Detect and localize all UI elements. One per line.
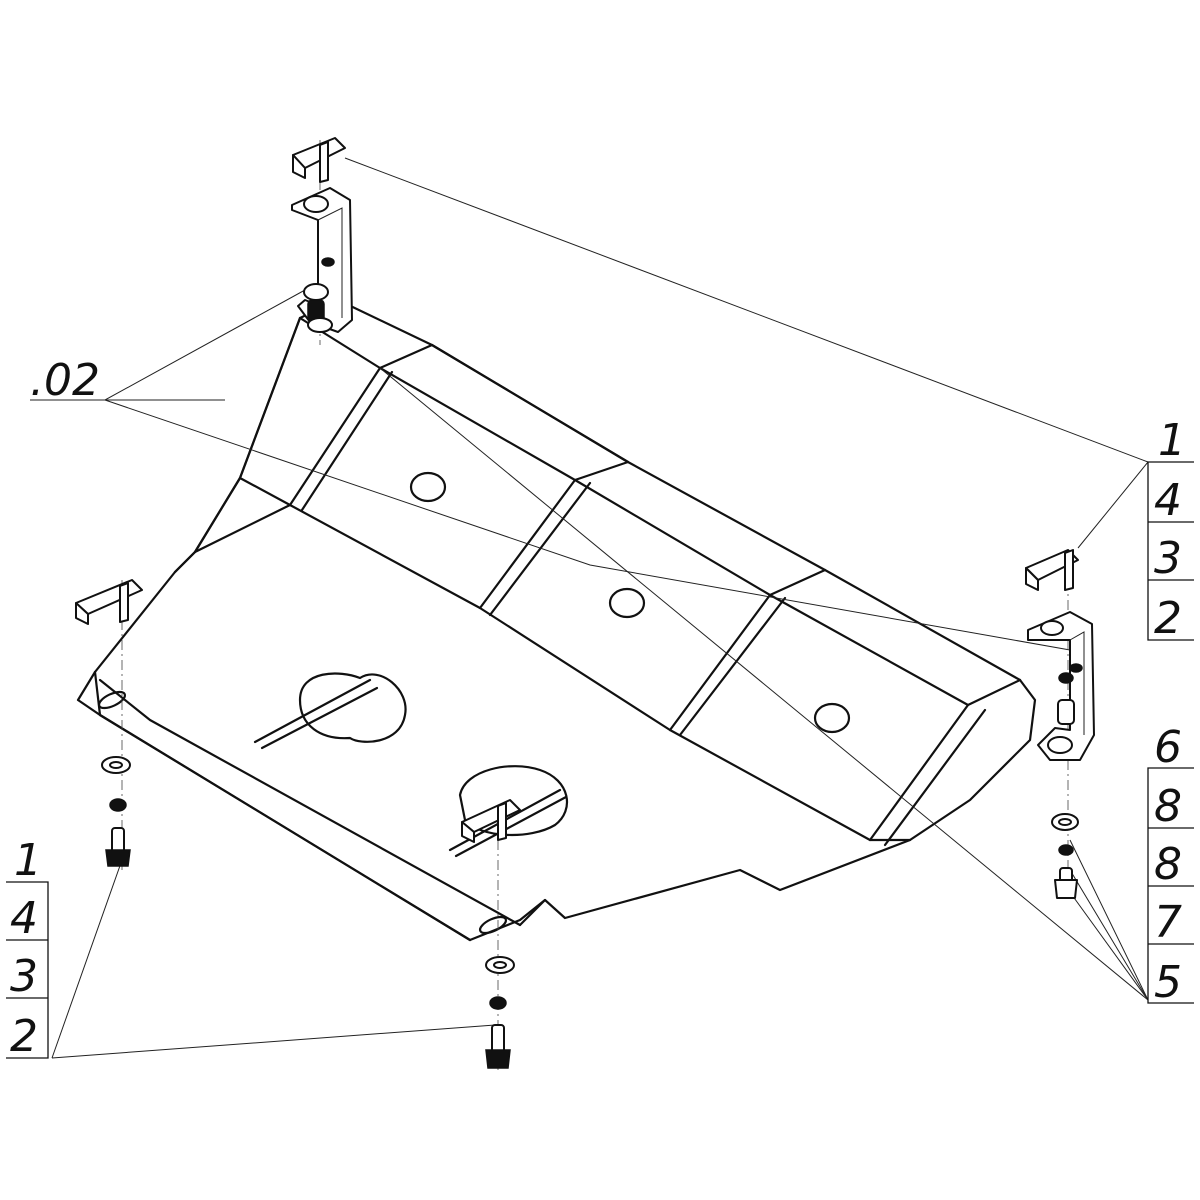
callout-table-right-bottom: 6 8 8 7 5 (1147, 722, 1194, 1008)
bracket-right (1025, 549, 1095, 761)
leader-lines (30, 157, 1149, 1059)
fasteners-front (485, 956, 515, 1069)
callout-right-bottom-1: 6 (1154, 722, 1182, 773)
callout-table-right-top: 1 4 3 2 (1147, 415, 1194, 644)
slot-hole-front (478, 915, 508, 935)
hole-3 (813, 702, 851, 734)
slot-hole-left (97, 690, 127, 710)
callout-right-top-4: 2 (1154, 593, 1182, 644)
bracket-top-left (291, 137, 353, 333)
callout-right-bottom-3: 8 (1154, 839, 1182, 890)
clip-nut-front (461, 799, 521, 843)
assembly-axes (121, 140, 1069, 1070)
cutout-left (298, 672, 407, 743)
clip-nut-left (75, 579, 143, 625)
callout-right-bottom-4: 7 (1154, 897, 1182, 948)
cutout-front (458, 765, 569, 837)
fasteners-right (1051, 813, 1079, 899)
callout-right-top-3: 3 (1154, 533, 1182, 584)
callout-table-left: 1 4 3 2 (6, 835, 49, 1062)
hole-2 (608, 587, 646, 619)
callout-left-1: 1 (14, 835, 42, 886)
callout-right-top-1: 1 (1158, 415, 1186, 466)
fasteners-left (101, 756, 131, 867)
callout-right-top-2: 4 (1154, 475, 1182, 526)
hole-1 (409, 471, 447, 503)
callout-left-2: 4 (10, 893, 38, 944)
callout-left-3: 3 (10, 951, 38, 1002)
callout-right-bottom-2: 8 (1154, 781, 1182, 832)
ref-label: .02 (30, 355, 100, 406)
callout-right-bottom-5: 5 (1154, 957, 1182, 1008)
skid-plate (76, 298, 1037, 942)
callout-left-4: 2 (10, 1011, 38, 1062)
